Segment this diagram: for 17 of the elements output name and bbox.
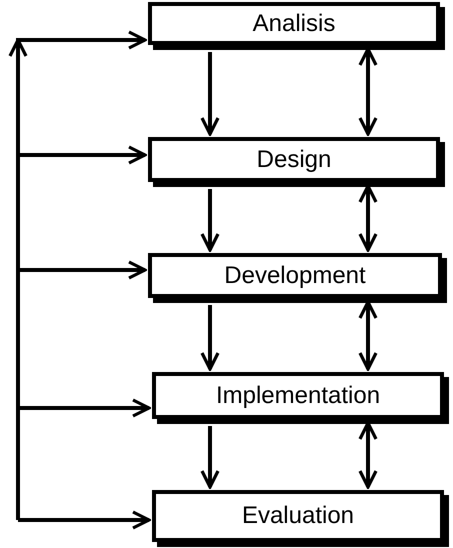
box-label: Design — [256, 146, 332, 174]
arrow — [18, 510, 151, 530]
arrow — [18, 398, 151, 418]
arrow — [18, 260, 147, 280]
arrow — [358, 47, 378, 136]
box-label: Development — [224, 262, 366, 290]
box-label: Evaluation — [242, 502, 354, 530]
arrow — [200, 426, 220, 489]
arrow — [358, 184, 378, 252]
arrow — [358, 300, 378, 371]
arrow — [200, 189, 220, 252]
arrow — [358, 421, 378, 489]
arrow — [18, 145, 147, 165]
box-label: Analisis — [252, 10, 336, 38]
arrow — [200, 305, 220, 371]
box-label: Implementation — [216, 382, 380, 410]
arrow — [200, 52, 220, 136]
